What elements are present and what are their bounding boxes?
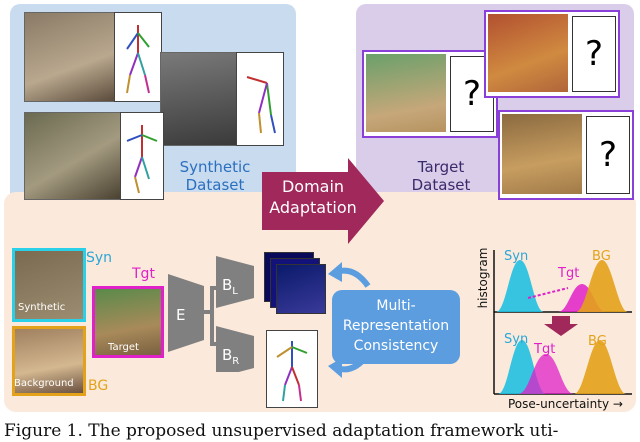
- branch-r-block: [216, 326, 254, 372]
- bg-tag: BG: [88, 378, 109, 394]
- branch-l-block: [216, 256, 254, 308]
- branch-r-subscript: R: [232, 356, 240, 367]
- encoder-block: [168, 274, 204, 352]
- tgt-tag: Tgt: [132, 266, 155, 282]
- synthetic-input-caption: Synthetic: [18, 302, 66, 313]
- background-input-caption: Background: [14, 378, 74, 389]
- synthetic-photo-3: [24, 112, 122, 200]
- output-skeleton: [266, 330, 318, 408]
- branch-l-label: BL: [222, 276, 238, 297]
- histogram-xlabel: Pose-uncertainty →: [508, 397, 623, 411]
- syn-tag: Syn: [86, 250, 113, 266]
- target-photo-3: [502, 114, 582, 194]
- hist-top-syn: Syn: [504, 249, 529, 264]
- hist-top-tgt: Tgt: [558, 266, 580, 281]
- branch-r-label: BR: [222, 346, 239, 367]
- target-input-caption: Target: [108, 342, 139, 353]
- heatmap-stack-front: [276, 264, 326, 314]
- figure-caption: Figure 1. The proposed unsupervised adap…: [4, 421, 559, 441]
- domain-adaptation-arrow: [262, 158, 384, 244]
- background-input-image: [12, 326, 86, 396]
- synthetic-skeleton-2: [236, 52, 284, 146]
- target-card-1: ?: [362, 50, 498, 138]
- target-photo-1: [366, 54, 446, 132]
- synthetic-skeleton-3: [120, 112, 164, 200]
- hist-bottom-bg: BG: [588, 334, 607, 349]
- synthetic-photo-1: [24, 12, 116, 102]
- branch-l-subscript: L: [232, 286, 238, 297]
- consistency-box: [332, 290, 460, 364]
- synthetic-skeleton-1: [114, 12, 162, 102]
- hist-bottom-syn: Syn: [504, 332, 529, 347]
- target-input-image: [92, 286, 164, 358]
- target-photo-2: [488, 14, 568, 92]
- branch-r-letter: B: [222, 346, 233, 364]
- target-unknown-2: ?: [572, 16, 616, 92]
- synthetic-input-image: [12, 248, 86, 322]
- branch-l-letter: B: [222, 276, 233, 294]
- target-card-2: ?: [484, 10, 620, 98]
- histogram-plot: [493, 250, 632, 395]
- hist-bottom-tgt: Tgt: [534, 342, 556, 357]
- network-diagram: [168, 256, 254, 372]
- target-card-3: ?: [498, 110, 634, 200]
- target-unknown-3: ?: [586, 116, 630, 194]
- encoder-label: E: [176, 306, 186, 324]
- synthetic-photo-2: [160, 52, 238, 146]
- hist-top-bg: BG: [592, 249, 611, 264]
